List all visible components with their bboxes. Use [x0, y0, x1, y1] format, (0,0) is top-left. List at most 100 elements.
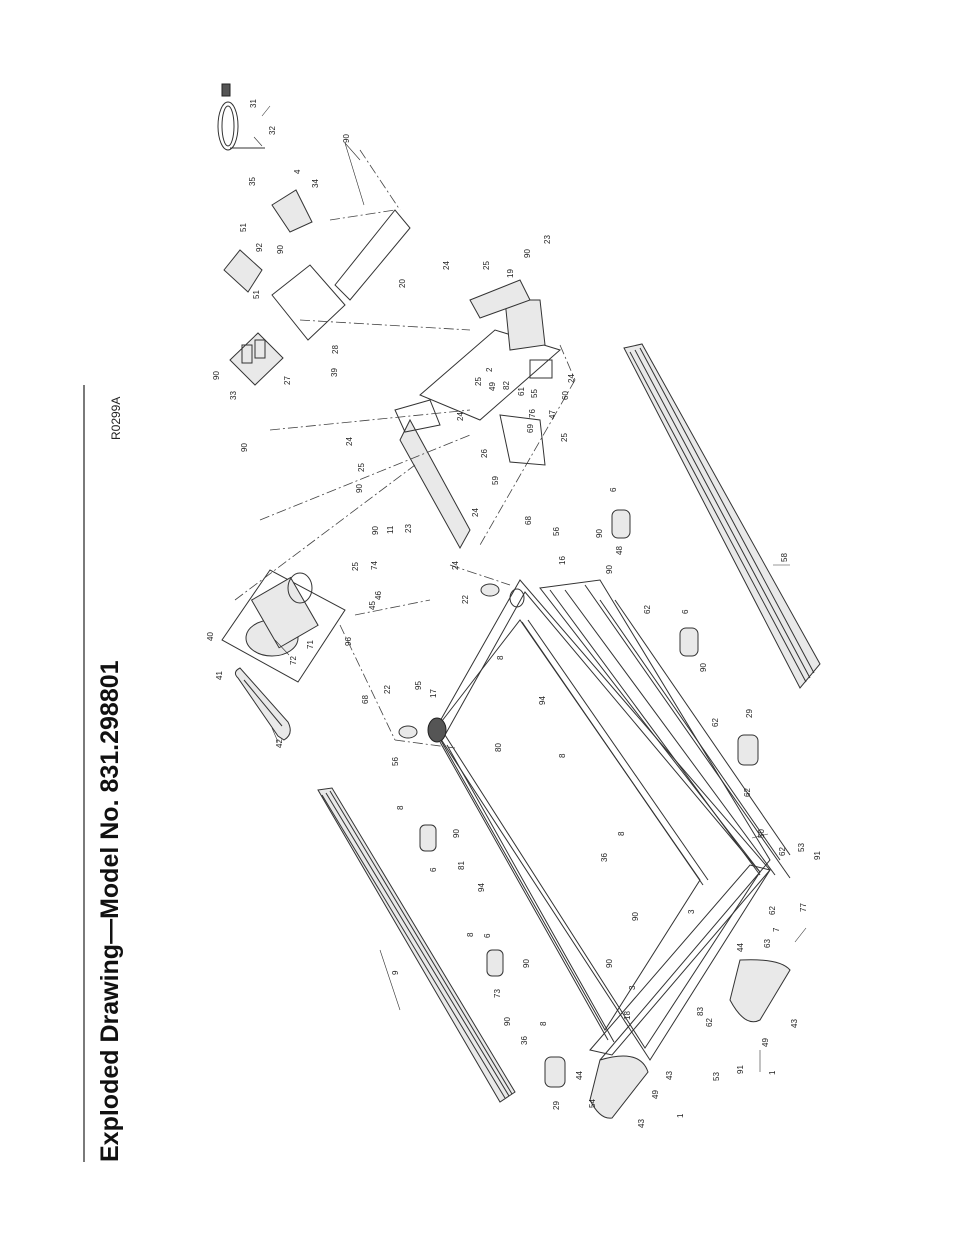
callout-90: 90 [276, 245, 285, 254]
callout-45: 45 [368, 601, 377, 610]
callout-90: 90 [503, 1017, 512, 1026]
callout-90: 90 [452, 829, 461, 838]
callout-36: 36 [600, 853, 609, 862]
callout-53: 53 [797, 843, 806, 852]
callout-81: 81 [457, 861, 466, 870]
callout-44: 44 [736, 943, 745, 952]
callout-24: 24 [451, 561, 460, 570]
callout-24: 24 [567, 374, 576, 383]
page-title: Exploded Drawing—Model No. 831.298801 [96, 660, 124, 1162]
callout-91: 91 [813, 851, 822, 860]
callout-8: 8 [496, 655, 505, 660]
callout-42: 42 [275, 739, 284, 748]
callout-29: 29 [552, 1101, 561, 1110]
callout-6: 6 [609, 487, 618, 492]
callout-74: 74 [370, 561, 379, 570]
callout-49: 49 [488, 382, 497, 391]
callout-90: 90 [605, 959, 614, 968]
callout-39: 39 [330, 368, 339, 377]
right-side-rail [623, 343, 821, 689]
callout-63: 63 [763, 939, 772, 948]
callout-28: 28 [331, 345, 340, 354]
callout-47: 47 [548, 410, 557, 419]
callout-41: 41 [215, 671, 224, 680]
callout-36: 36 [520, 1036, 529, 1045]
callout-59: 59 [491, 476, 500, 485]
callout-90: 90 [212, 371, 221, 380]
callout-91: 91 [736, 1065, 745, 1074]
callout-62: 62 [705, 1018, 714, 1027]
left-side-rail [317, 787, 516, 1103]
motor-plate [271, 209, 411, 341]
callout-23: 23 [543, 235, 552, 244]
callout-6: 6 [429, 867, 438, 872]
callout-56: 56 [391, 757, 400, 766]
front-roller [398, 583, 525, 743]
callout-22: 22 [461, 595, 470, 604]
power-cord [217, 83, 265, 151]
callout-8: 8 [539, 1021, 548, 1026]
callout-90: 90 [595, 529, 604, 538]
callout-46: 46 [374, 591, 383, 600]
callout-54: 54 [588, 1099, 597, 1108]
callout-44: 44 [575, 1071, 584, 1080]
callout-25: 25 [351, 562, 360, 571]
callout-8: 8 [617, 831, 626, 836]
callout-60: 60 [561, 391, 570, 400]
callout-58: 58 [780, 553, 789, 562]
callout-25: 25 [357, 463, 366, 472]
motor-assembly [221, 569, 346, 683]
callout-18: 18 [623, 1011, 632, 1020]
callout-25: 25 [482, 261, 491, 270]
callout-11: 11 [386, 525, 395, 534]
callout-62: 62 [743, 788, 752, 797]
callout-68: 68 [524, 516, 533, 525]
callout-6: 6 [483, 933, 492, 938]
callout-53: 53 [712, 1072, 721, 1081]
callout-24: 24 [471, 508, 480, 517]
callout-34: 34 [311, 179, 320, 188]
callout-94: 94 [477, 883, 486, 892]
callout-62: 62 [768, 906, 777, 915]
callout-90: 90 [699, 663, 708, 672]
callout-61: 61 [517, 387, 526, 396]
callout-96: 96 [344, 637, 353, 646]
callout-69: 69 [526, 424, 535, 433]
callout-31: 31 [249, 99, 258, 108]
callout-40: 40 [206, 632, 215, 641]
callout-43: 43 [790, 1019, 799, 1028]
drive-belt [234, 667, 291, 741]
callout-9: 9 [391, 970, 400, 975]
callout-24: 24 [345, 437, 354, 446]
callout-4: 4 [293, 169, 302, 174]
callout-80: 80 [494, 743, 503, 752]
callout-32: 32 [268, 126, 277, 135]
callout-56: 56 [552, 527, 561, 536]
callout-6: 6 [681, 609, 690, 614]
callout-22: 22 [383, 685, 392, 694]
callout-17: 17 [429, 689, 438, 698]
callout-20: 20 [398, 279, 407, 288]
callout-33: 33 [229, 391, 238, 400]
callout-82: 82 [502, 381, 511, 390]
callout-8: 8 [558, 753, 567, 758]
callout-95: 95 [414, 681, 423, 690]
callout-90: 90 [522, 959, 531, 968]
callout-29: 29 [745, 709, 754, 718]
drawing-ref: R0299A [109, 397, 123, 440]
callout-51: 51 [239, 223, 248, 232]
callout-77: 77 [799, 903, 808, 912]
callout-43: 43 [637, 1119, 646, 1128]
callout-1: 1 [768, 1070, 777, 1075]
callout-48: 48 [615, 546, 624, 555]
callout-49: 49 [761, 1038, 770, 1047]
callout-90: 90 [342, 134, 351, 143]
callout-3: 3 [687, 909, 696, 914]
callout-90: 90 [605, 565, 614, 574]
callout-90: 90 [355, 484, 364, 493]
controller-board [229, 332, 284, 386]
callout-3: 3 [628, 985, 637, 990]
callout-19: 19 [506, 269, 515, 278]
rear-endcaps [419, 509, 791, 1119]
